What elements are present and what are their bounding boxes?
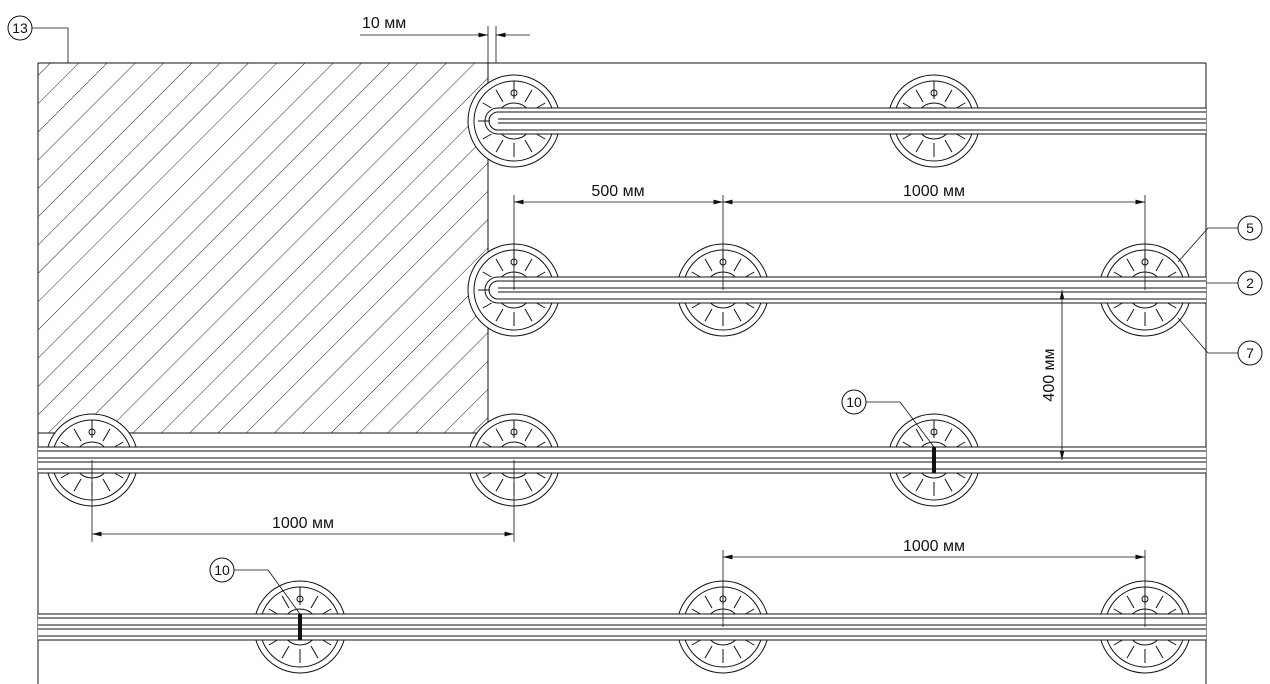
svg-text:10: 10 (214, 562, 230, 578)
svg-text:7: 7 (1246, 345, 1254, 361)
dimension-row2: 500 мм 1000 мм (513, 183, 1146, 290)
dimension-1000-row4-label: 1000 мм (903, 538, 965, 555)
svg-text:5: 5 (1246, 220, 1254, 236)
joist-2 (484, 276, 1206, 304)
joist-1 (484, 107, 1206, 135)
svg-text:2: 2 (1246, 275, 1254, 291)
joist-3 (38, 446, 1206, 474)
dimension-400-label: 400 мм (1041, 348, 1058, 401)
callout-5: 5 (1177, 215, 1263, 263)
svg-text:13: 13 (12, 20, 28, 36)
callout-13: 13 (7, 15, 69, 63)
connector-mark-row4 (298, 614, 302, 640)
dimension-1000-row2-label: 1000 мм (903, 183, 965, 200)
joist-group (38, 107, 1206, 641)
dimension-400: 400 мм (1041, 290, 1065, 460)
callout-10-row4: 10 (209, 557, 301, 615)
dimension-1000-row3-label: 1000 мм (272, 515, 334, 532)
dimension-500-label: 500 мм (591, 183, 644, 200)
hatched-slab (37, 62, 489, 434)
callout-7: 7 (1177, 317, 1263, 366)
callout-10-row3: 10 (841, 389, 935, 448)
joist-4 (38, 613, 1206, 641)
connector-mark-row3 (932, 447, 936, 473)
dimension-row4: 1000 мм (722, 538, 1146, 627)
dimension-row3: 1000 мм (91, 460, 515, 542)
connector-markers (298, 447, 936, 640)
dimension-gap: 10 мм (360, 15, 530, 63)
dimension-gap-label: 10 мм (362, 15, 406, 32)
callout-2: 2 (1206, 270, 1263, 296)
svg-text:10: 10 (846, 394, 862, 410)
